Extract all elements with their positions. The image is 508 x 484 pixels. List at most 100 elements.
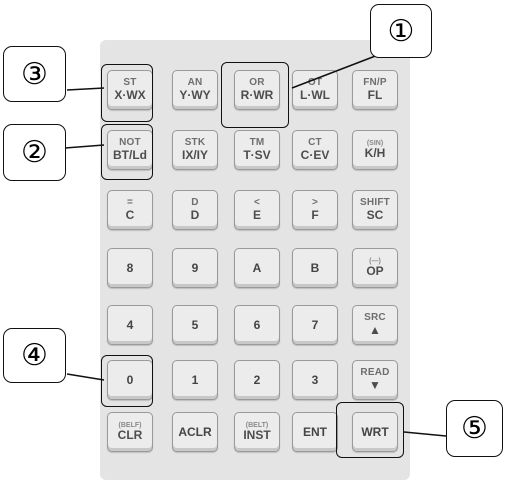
key-lower-legend: X·WX xyxy=(114,87,146,102)
key-upper-legend: NOT xyxy=(119,137,141,149)
key-upper-legend: TM xyxy=(249,137,265,149)
key-lower-legend: C·EV xyxy=(300,147,330,162)
key-c-r2c0[interactable]: =C xyxy=(107,190,153,230)
key-clr-r6c0[interactable]: (BELF)CLR xyxy=(107,412,153,452)
key-lower-legend: R·WR xyxy=(240,87,274,102)
leader-line-4 xyxy=(66,373,105,381)
key-key-r5c4[interactable]: READ▼ xyxy=(352,360,398,400)
key-lower-legend: BT/Ld xyxy=(113,147,147,162)
key-k-h-r1c4[interactable]: (SIN)K/H xyxy=(352,130,398,170)
key-upper-legend: AN xyxy=(187,77,203,89)
callout-1: ① xyxy=(370,4,432,58)
key-8-r3c0[interactable]: 8 xyxy=(107,248,153,288)
leader-line-3 xyxy=(66,87,105,91)
key-lower-legend: ▲ xyxy=(369,322,381,337)
key-e-r2c2[interactable]: <E xyxy=(234,190,280,230)
highlight-frame-st-key xyxy=(101,64,153,122)
key-ent-r6c3[interactable]: ENT xyxy=(292,412,338,452)
callout-4: ④ xyxy=(3,328,66,383)
callout-3: ③ xyxy=(3,46,66,102)
key-2-r5c2[interactable]: 2 xyxy=(234,360,280,400)
key-upper-legend: (—) xyxy=(369,258,381,266)
highlight-frame-or-key xyxy=(221,62,289,128)
key-upper-legend: READ xyxy=(360,367,390,379)
key-f-r2c3[interactable]: >F xyxy=(292,190,338,230)
key-lower-legend: SC xyxy=(366,207,384,222)
key-lower-legend: E xyxy=(252,207,261,222)
key-0-r5c0[interactable]: 0 xyxy=(107,360,153,400)
key-label: 0 xyxy=(126,372,134,387)
key-9-r3c1[interactable]: 9 xyxy=(172,248,218,288)
key-lower-legend: D xyxy=(190,207,200,222)
highlight-frame-wrt-key xyxy=(336,402,404,458)
key-label: 2 xyxy=(253,372,261,387)
key-label: 7 xyxy=(311,317,319,332)
key-label: WRT xyxy=(361,424,389,439)
key-label: 5 xyxy=(191,317,199,332)
key-upper-legend: (BELF) xyxy=(118,422,142,430)
key-label: A xyxy=(252,260,262,275)
key-upper-legend: (BELT) xyxy=(245,422,269,430)
leader-line-2 xyxy=(64,144,105,149)
key-upper-legend: (SIN) xyxy=(366,140,384,148)
key-upper-legend: ST xyxy=(123,77,137,89)
key-lower-legend: CLR xyxy=(117,428,143,443)
key-lower-legend: C xyxy=(125,207,135,222)
key-lower-legend: Y·WY xyxy=(179,87,211,102)
key-lower-legend: FL xyxy=(367,87,383,102)
key-label: 6 xyxy=(253,317,261,332)
highlight-frame-zero-key xyxy=(101,355,153,407)
key-upper-legend: SHIFT xyxy=(360,197,390,209)
key-5-r4c1[interactable]: 5 xyxy=(172,305,218,345)
key-lower-legend: IX/IY xyxy=(181,147,208,162)
callout-5: ⑤ xyxy=(446,400,503,457)
key-4-r4c0[interactable]: 4 xyxy=(107,305,153,345)
key-label: ENT xyxy=(303,424,327,439)
key-1-r5c1[interactable]: 1 xyxy=(172,360,218,400)
key-label: 1 xyxy=(191,372,199,387)
callout-2: ② xyxy=(3,124,66,181)
key-label: 9 xyxy=(191,260,199,275)
key-a-r3c2[interactable]: A xyxy=(234,248,280,288)
key-lower-legend: INST xyxy=(243,428,271,443)
key-upper-legend: = xyxy=(126,197,134,209)
key-key-r4c4[interactable]: SRC▲ xyxy=(352,305,398,345)
key-lower-legend: ▼ xyxy=(369,377,381,392)
key-6-r4c2[interactable]: 6 xyxy=(234,305,280,345)
key-upper-legend: OT xyxy=(307,77,323,89)
key-label: B xyxy=(310,260,320,275)
key-3-r5c3[interactable]: 3 xyxy=(292,360,338,400)
key-label: 3 xyxy=(311,372,319,387)
key-lower-legend: T·SV xyxy=(243,147,271,162)
key-upper-legend: OR xyxy=(249,77,265,89)
leader-line-5 xyxy=(403,431,447,437)
key-upper-legend: < xyxy=(253,197,261,209)
key-7-r4c3[interactable]: 7 xyxy=(292,305,338,345)
key-op-r3c4[interactable]: (—)OP xyxy=(352,248,398,288)
key-b-r3c3[interactable]: B xyxy=(292,248,338,288)
key-upper-legend: > xyxy=(311,197,319,209)
key-label: ACLR xyxy=(178,424,212,439)
key-lower-legend: K/H xyxy=(364,146,386,161)
key-inst-r6c2[interactable]: (BELT)INST xyxy=(234,412,280,452)
key-upper-legend: SRC xyxy=(364,312,386,324)
key-aclr-r6c1[interactable]: ACLR xyxy=(172,412,218,452)
highlight-frame-not-key xyxy=(101,124,153,180)
key-lower-legend: F xyxy=(311,207,319,222)
key-upper-legend: STK xyxy=(184,137,206,149)
key-upper-legend: CT xyxy=(308,137,322,149)
key-label: 4 xyxy=(126,317,134,332)
key-wrt-r6c4[interactable]: WRT xyxy=(352,412,398,452)
